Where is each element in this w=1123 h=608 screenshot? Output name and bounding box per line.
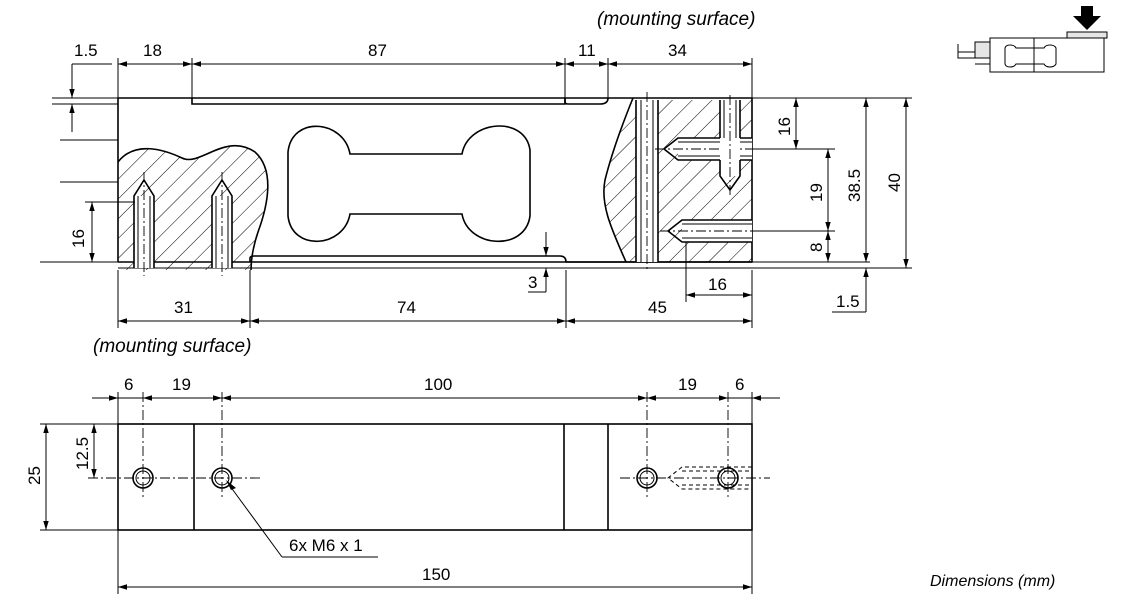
dim-label: 18	[143, 41, 162, 60]
side-bottom-dimensions: 31 74 45	[117, 270, 753, 328]
side-left-dimension: 16	[69, 201, 135, 262]
side-bottom-right-dimensions: 16 1.5	[685, 232, 869, 313]
top-hole-3	[636, 392, 658, 500]
side-gap-dimension: 3	[528, 232, 549, 293]
top-view: 6x M6 x 1 6 19 100 19 6	[25, 375, 780, 594]
dim-label: 34	[668, 41, 687, 60]
side-top-dimensions: 18 87 11 34 1.5	[52, 41, 753, 132]
dim-label: 31	[174, 298, 193, 317]
cable-stub	[60, 139, 118, 183]
top-view-dimensions: 6 19 100 19 6 25 12.5 150	[25, 375, 780, 594]
load-cell-icon	[957, 6, 1108, 73]
right-thread-hole-upper	[655, 95, 770, 198]
left-thread-hole-2	[211, 172, 233, 276]
dim-label: 74	[397, 298, 416, 317]
side-right-dimensions: 16 19 8 38.5 40	[752, 97, 912, 269]
dim-label: 150	[422, 565, 450, 584]
dim-label: 16	[69, 229, 88, 248]
dim-label: 40	[885, 173, 904, 192]
mounting-surface-label-bottom: (mounting surface)	[93, 336, 251, 357]
load-arrow-icon	[1073, 6, 1101, 30]
dim-label: 25	[25, 466, 44, 485]
hidden-side-bore	[667, 466, 752, 490]
dim-label: 3	[528, 273, 537, 292]
dim-label: 19	[678, 375, 697, 394]
thread-callout: 6x M6 x 1	[226, 480, 378, 558]
dim-label: 19	[172, 375, 191, 394]
top-view-outline	[117, 423, 753, 531]
dim-label: 8	[807, 243, 826, 252]
dim-label: 6	[735, 375, 744, 394]
dim-label: 38.5	[845, 169, 864, 202]
top-hole-1	[132, 392, 154, 500]
top-hole-2	[211, 392, 233, 500]
dim-label: 1.5	[836, 292, 860, 311]
dim-label: 1.5	[74, 41, 98, 60]
dim-label: 19	[807, 183, 826, 202]
thread-callout-label: 6x M6 x 1	[289, 536, 363, 555]
dim-label: 6	[124, 375, 133, 394]
dim-label: 100	[424, 375, 452, 394]
dim-label: 16	[775, 117, 794, 136]
dim-label: 11	[578, 41, 596, 60]
left-thread-hole-1	[133, 172, 155, 276]
strain-gauge-slot	[287, 125, 531, 243]
dim-label: 87	[368, 41, 387, 60]
dim-label: 12.5	[73, 437, 92, 470]
mounting-surface-label-top: (mounting surface)	[597, 9, 755, 30]
right-thread-hole-lower	[660, 219, 770, 243]
dimensions-caption: Dimensions (mm)	[930, 573, 1055, 590]
top-hole-4	[717, 392, 739, 500]
dim-label: 16	[708, 275, 727, 294]
left-section-hatched	[117, 145, 269, 276]
dim-label: 45	[648, 298, 667, 317]
right-section-hatched	[603, 92, 770, 270]
side-view: (mounting surface) (mounting surface) 18…	[40, 9, 912, 357]
